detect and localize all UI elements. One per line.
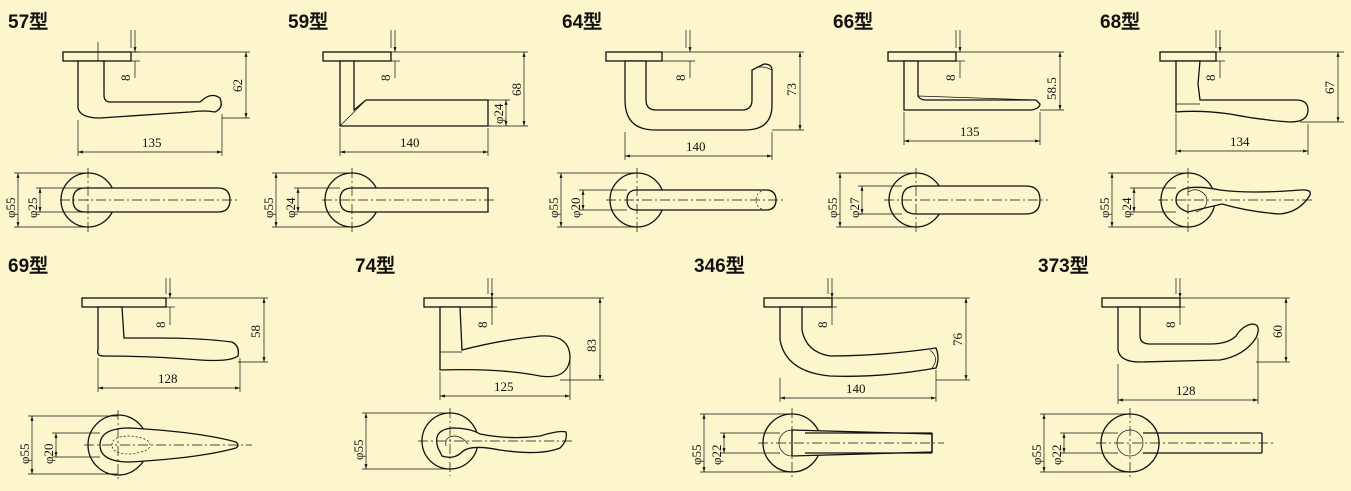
dim-rose-thickness: 8 [815,322,830,329]
dim-rose-diameter: φ55 [1029,444,1044,465]
dim-lever-diameter: φ20 [41,443,56,464]
dim-lever-diameter: φ22 [709,444,724,465]
dim-lever-diameter: φ20 [568,197,583,218]
dim-rose-thickness: 8 [1203,75,1218,82]
model-64: 64型 8 73 140 φ [546,10,804,232]
model-title: 68型 [1100,10,1140,33]
side-view: 8 67 134 [1159,30,1344,155]
top-view: φ55 φ25 [3,168,238,232]
side-view: 8 83 125 [423,278,604,400]
model-title: 64型 [562,10,602,33]
top-view: φ55 φ27 [825,168,1048,232]
dim-rose-diameter: φ55 [351,439,366,460]
dim-height: 68 [509,83,524,96]
model-373: 373型 8 60 128 [1029,254,1290,478]
top-view: φ55 φ24 [1097,168,1312,232]
dim-width: 128 [158,371,178,386]
dim-rose-diameter: φ55 [689,444,704,465]
dim-height: 60 [1270,325,1285,338]
model-title: 346型 [694,254,745,277]
dim-lever-diameter: φ24 [283,197,298,218]
dim-rose-diameter: φ55 [1097,197,1112,218]
dim-rose-diameter: φ55 [3,197,18,218]
dim-rose-thickness: 8 [943,75,958,82]
dim-width: 125 [494,379,514,394]
dim-rose-thickness: 8 [378,75,393,82]
dim-width: 140 [400,135,420,150]
model-69: 69型 8 58 128 φ55 [8,254,268,480]
top-view: φ55 φ20 [546,168,784,232]
dim-height: 62 [230,79,245,92]
side-view: 8 68 φ24 140 [322,30,528,156]
side-view: 8 58 128 [81,278,268,392]
dim-rose-diameter: φ55 [825,197,840,218]
model-59: 59型 8 68 φ24 140 [261,10,528,232]
top-view: φ55 φ22 [689,408,944,478]
dim-lever-section: φ24 [491,103,506,124]
dim-height: 76 [950,333,965,347]
side-view: 8 58.5 135 [887,30,1064,145]
dim-lever-diameter: φ27 [847,197,862,218]
dim-rose-thickness: 8 [475,322,490,329]
top-view: φ55 φ22 [1029,408,1276,478]
dim-rose-diameter: φ55 [546,197,561,218]
dim-height: 83 [584,339,599,352]
model-74: 74型 8 83 125 φ [351,254,604,476]
dim-rose-thickness: 8 [118,75,133,82]
side-view: 8 60 128 [1101,278,1290,404]
dim-rose-diameter: φ55 [17,443,32,464]
model-68: 68型 8 67 134 φ [1097,10,1344,232]
model-66: 66型 8 58.5 135 φ55 [825,10,1064,232]
model-346: 346型 8 76 140 [689,254,970,478]
top-view: φ55 [351,408,574,476]
top-view: φ55 φ24 [261,168,496,232]
dim-height: 67 [1322,81,1337,95]
dim-width: 140 [846,381,866,396]
top-view: φ55 φ20 [17,410,252,480]
dim-rose-thickness: 8 [153,322,168,329]
dim-width: 140 [686,139,706,154]
dim-rose-diameter: φ55 [261,197,276,218]
model-title: 57型 [8,10,48,33]
model-57: 57型 8 62 135 [3,10,250,232]
dim-lever-diameter: φ25 [25,197,40,218]
dim-height: 58 [248,325,263,338]
dim-width: 128 [1176,383,1196,398]
side-view: 8 62 135 [62,30,250,156]
dim-lever-diameter: φ22 [1049,444,1064,465]
model-title: 373型 [1038,254,1089,277]
side-view: 8 73 140 [605,30,804,160]
dim-lever-diameter: φ24 [1119,197,1134,218]
dim-rose-thickness: 8 [1163,322,1178,329]
dim-height: 73 [784,83,799,96]
dim-width: 135 [960,124,980,139]
side-view: 8 76 140 [763,278,970,402]
dim-width: 135 [142,135,162,150]
dim-width: 134 [1230,134,1250,149]
dim-rose-thickness: 8 [673,75,688,82]
model-title: 59型 [288,10,328,33]
model-title: 66型 [833,10,873,33]
dim-height: 58.5 [1044,77,1059,100]
model-title: 69型 [8,254,48,277]
model-title: 74型 [355,254,395,277]
